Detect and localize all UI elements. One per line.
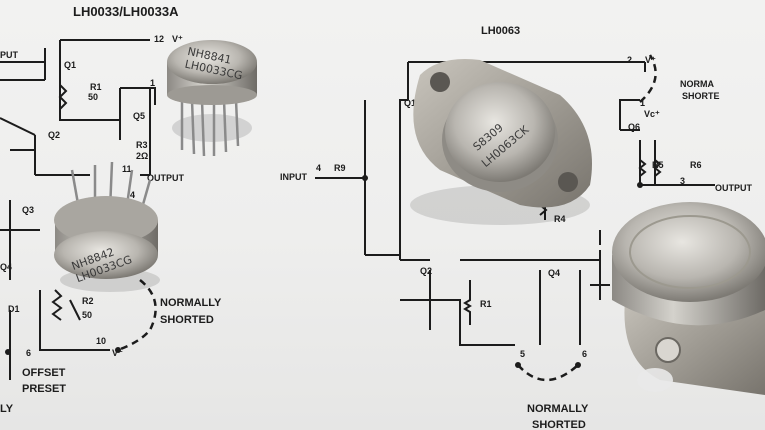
right-schematic xyxy=(315,61,715,346)
chip-left-mid: NH8842 LH0033CG xyxy=(54,161,160,292)
label-r-r4: R4 xyxy=(554,214,566,224)
label-r-r5: R5 xyxy=(652,160,664,170)
label-r-pin1: 1 xyxy=(640,98,645,108)
label-r-pin3: 3 xyxy=(680,176,685,186)
right-title: LH0063 xyxy=(481,25,520,37)
chip-big-right xyxy=(612,202,765,395)
label-r-vcplus: Vc⁺ xyxy=(644,109,660,119)
label-r2: R2 xyxy=(82,296,94,306)
label-normally: NORMALLY xyxy=(160,297,222,309)
label-vminus: V⁻ xyxy=(112,348,123,358)
label-r3-value: 2Ω xyxy=(136,151,148,161)
label-r-q2: Q2 xyxy=(420,266,432,276)
label-r-r1: R1 xyxy=(480,299,492,309)
label-r3: R3 xyxy=(136,140,148,150)
label-r-q6: Q6 xyxy=(628,122,640,132)
left-dashed-short xyxy=(117,279,157,352)
label-vplus: V⁺ xyxy=(172,34,183,44)
label-ly: LY xyxy=(0,403,14,415)
label-preset: PRESET xyxy=(22,383,66,395)
chip-big-center: S8309 LH0063CK xyxy=(410,59,592,225)
label-r1-value: 50 xyxy=(88,92,98,102)
label-r-q4: Q4 xyxy=(548,268,560,278)
label-q5: Q5 xyxy=(133,111,145,121)
label-r-pin4: 4 xyxy=(316,163,321,173)
label-r-q1: Q1 xyxy=(404,98,416,108)
label-pin12: 12 xyxy=(154,34,164,44)
label-pin4: 4 xyxy=(130,190,135,200)
label-r-r6: R6 xyxy=(690,160,702,170)
label-r-pin6: 6 xyxy=(582,349,587,359)
label-q2: Q2 xyxy=(48,130,60,140)
label-q4: Q4 xyxy=(0,262,12,272)
chip-left-top: NH8841 LH0033CG xyxy=(167,40,257,157)
label-offset: OFFSET xyxy=(22,367,66,379)
label-r2-value: 50 xyxy=(82,310,92,320)
label-r-shorte: SHORTE xyxy=(682,91,720,101)
label-input: PUT xyxy=(0,50,19,60)
label-pin11: 11 xyxy=(122,164,132,174)
label-r-norma: NORMA xyxy=(680,79,714,89)
label-r-output: OUTPUT xyxy=(715,183,753,193)
label-r-input: INPUT xyxy=(280,172,308,182)
label-pin10: 10 xyxy=(96,336,106,346)
left-title: LH0033/LH0033A xyxy=(73,4,179,19)
label-q1: Q1 xyxy=(64,60,76,70)
label-r-shorted: SHORTED xyxy=(532,419,586,430)
label-shorted: SHORTED xyxy=(160,314,214,326)
label-q3: Q3 xyxy=(22,205,34,215)
label-r-r9: R9 xyxy=(334,163,346,173)
label-pin6: 6 xyxy=(26,348,31,358)
label-d1: D1 xyxy=(8,304,20,314)
right-dashed-short xyxy=(517,54,657,382)
label-r-vplus: V⁺ xyxy=(645,55,656,65)
label-r-pin2: 2 xyxy=(627,55,632,65)
label-pin1: 1 xyxy=(150,78,155,88)
label-r-normally: NORMALLY xyxy=(527,403,589,415)
label-r1: R1 xyxy=(90,82,102,92)
left-schematic xyxy=(0,39,156,380)
label-r-pin5: 5 xyxy=(520,349,525,359)
label-output: OUTPUT xyxy=(147,173,185,183)
